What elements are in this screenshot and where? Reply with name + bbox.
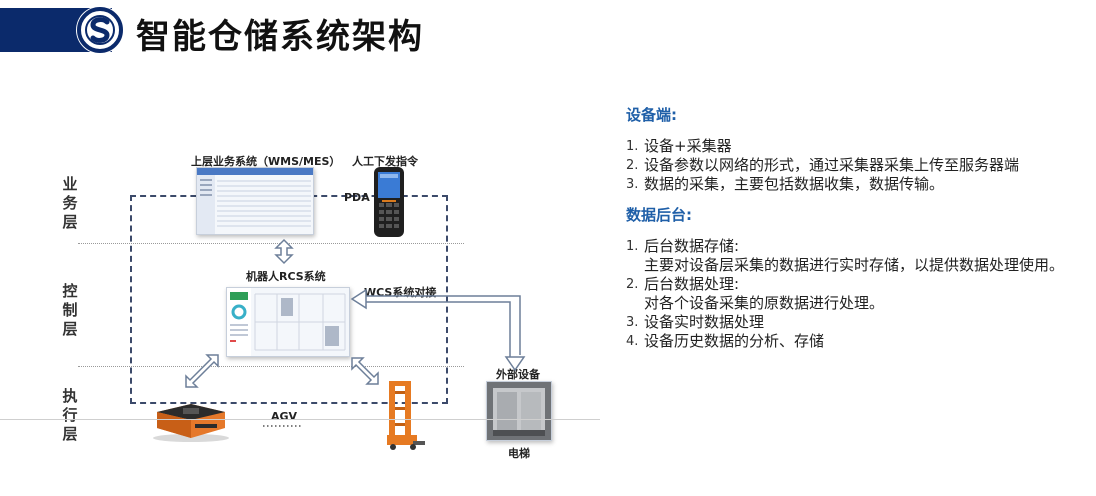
agv-robot-image (151, 398, 231, 443)
description-panel: 设备端: 1.设备+采集器 2.设备参数以网络的形式，通过采集器采集上传至服务器… (626, 104, 1086, 357)
elevator-label: 电梯 (508, 447, 530, 460)
double-arrow-icon (274, 238, 294, 265)
bottom-rule (0, 419, 600, 420)
pda-label: PDA (344, 191, 370, 204)
list-item: 1.设备+采集器 (626, 137, 732, 155)
backend-title: 数据后台: (626, 206, 692, 224)
list-item: 4.设备历史数据的分析、存储 (626, 332, 825, 350)
layer-label-control: 控制层 (62, 282, 78, 338)
external-device-label: 外部设备 (496, 368, 540, 381)
list-item-detail: 对各个设备采集的原数据进行处理。 (644, 294, 885, 312)
rcs-screen-image (226, 287, 350, 357)
device-side-list: 1.设备+采集器 2.设备参数以网络的形式，通过采集器采集上传至服务器端 3.数… (626, 137, 1086, 194)
company-logo (76, 6, 124, 54)
list-item: 1.后台数据存储: (626, 237, 740, 255)
wms-screen-image (196, 167, 314, 235)
list-item: 2.后台数据处理: (626, 275, 740, 293)
list-item: 3.数据的采集，主要包括数据收集，数据传输。 (626, 175, 945, 193)
manual-command-label: 人工下发指令 (352, 155, 418, 168)
device-side-title: 设备端: (626, 106, 677, 124)
pda-device-image (374, 167, 404, 237)
layer-separator (78, 243, 464, 244)
page-title: 智能仓储系统架构 (136, 17, 424, 57)
wcs-connector-arrow (350, 288, 526, 372)
list-item: 2.设备参数以网络的形式，通过采集器采集上传至服务器端 (626, 156, 1020, 174)
list-item-detail: 主要对设备层采集的数据进行实时存储，以提供数据处理使用。 (644, 256, 1065, 274)
layer-separator (78, 366, 464, 367)
double-arrow-icon (351, 357, 379, 385)
double-arrow-icon (185, 354, 219, 388)
logo-icon (77, 7, 123, 53)
header: 智能仓储系统架构 (0, 0, 1096, 60)
rcs-label: 机器人RCS系统 (246, 270, 326, 283)
list-item: 3.设备实时数据处理 (626, 313, 765, 331)
elevator-image (486, 381, 552, 441)
upper-system-label: 上层业务系统（WMS/MES） (191, 155, 341, 168)
backend-list: 1.后台数据存储: 主要对设备层采集的数据进行实时存储，以提供数据处理使用。 2… (626, 237, 1086, 351)
layer-label-business: 业务层 (62, 175, 78, 231)
forklift-image (383, 377, 427, 451)
